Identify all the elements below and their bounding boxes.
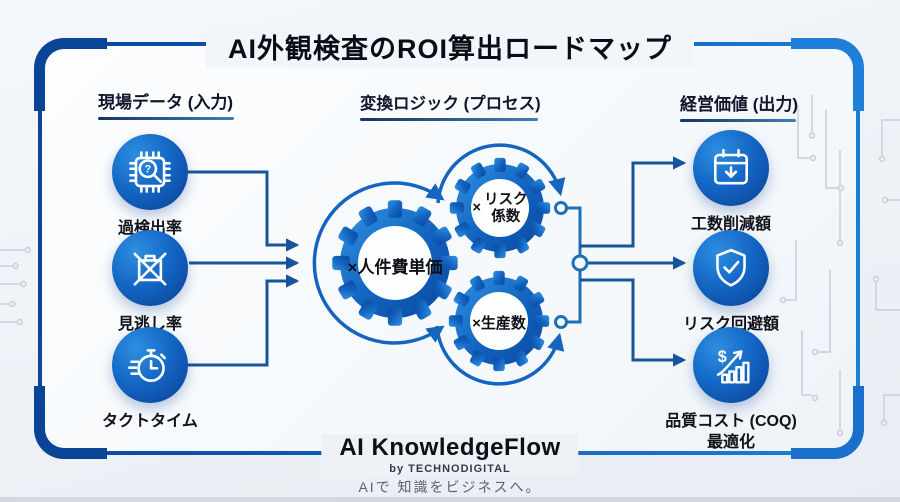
header-underline: [680, 119, 796, 122]
shield-check-icon: [716, 248, 746, 287]
main-gear-label: ×人件費単価: [347, 258, 443, 277]
svg-text:?: ?: [145, 164, 152, 176]
output-header-label: 経営価値 (出力): [680, 95, 799, 114]
header-underline: [360, 118, 538, 121]
output-item-coq-optimization: $ 品質コスト (COQ) 最適化: [656, 327, 806, 454]
icon-circle: [693, 130, 769, 206]
calendar-down-icon: [713, 148, 749, 185]
brand-tagline: AIで 知識をビジネスへ。: [358, 479, 542, 495]
header-underline: [98, 117, 234, 120]
output-item-label: 工数削減額: [690, 216, 771, 233]
brand-logo-text: AI KnowledgeFlow: [339, 434, 561, 461]
stopwatch-icon: [128, 349, 166, 383]
risk-gear-label: × リスク 係数: [472, 192, 528, 225]
icon-circle: $: [693, 327, 769, 403]
input-item-miss-rate: 見逃し率: [75, 230, 225, 336]
output-item-label: 品質コスト (COQ) 最適化: [665, 413, 797, 451]
icon-circle: ?: [112, 134, 188, 210]
input-item-overdetection: ? 過検出率: [75, 134, 225, 240]
corner-accent: [34, 38, 107, 111]
output-item-manhour-saving: 工数削減額: [656, 130, 806, 236]
icon-circle: [112, 230, 188, 306]
process-column-header: 変換ロジック (プロセス): [360, 90, 541, 121]
input-item-label: 見逃し率: [117, 316, 182, 333]
input-item-label: タクトタイム: [102, 413, 198, 430]
output-column-header: 経営価値 (出力): [680, 90, 798, 122]
icon-circle: [112, 327, 188, 403]
input-header-label: 現場データ (入力): [98, 93, 234, 112]
corner-accent: [791, 386, 864, 459]
multiply-sign: ×: [472, 200, 481, 217]
svg-text:$: $: [718, 348, 727, 366]
page-title: AI外観検査のROI算出ロードマップ: [205, 25, 695, 68]
icon-circle: [693, 230, 769, 306]
process-header-label: 変換ロジック (プロセス): [360, 95, 541, 113]
production-gear-label: ×生産数: [472, 315, 526, 332]
dollar-growth-icon: $: [716, 348, 750, 384]
output-item-risk-avoidance: リスク回避額: [656, 230, 806, 336]
input-column-header: 現場データ (入力): [98, 88, 234, 120]
footer-brand-block: AI KnowledgeFlow by TECHNODIGITAL: [321, 434, 579, 475]
corner-accent: [791, 38, 864, 111]
bottom-strip: [0, 497, 900, 502]
brand-byline: by TECHNODIGITAL: [389, 463, 511, 475]
chip-search-icon: ?: [129, 151, 171, 193]
corner-accent: [34, 386, 107, 459]
input-item-takt-time: タクトタイム: [75, 327, 225, 433]
missed-box-icon: [133, 252, 167, 286]
output-item-label: リスク回避額: [682, 316, 779, 333]
